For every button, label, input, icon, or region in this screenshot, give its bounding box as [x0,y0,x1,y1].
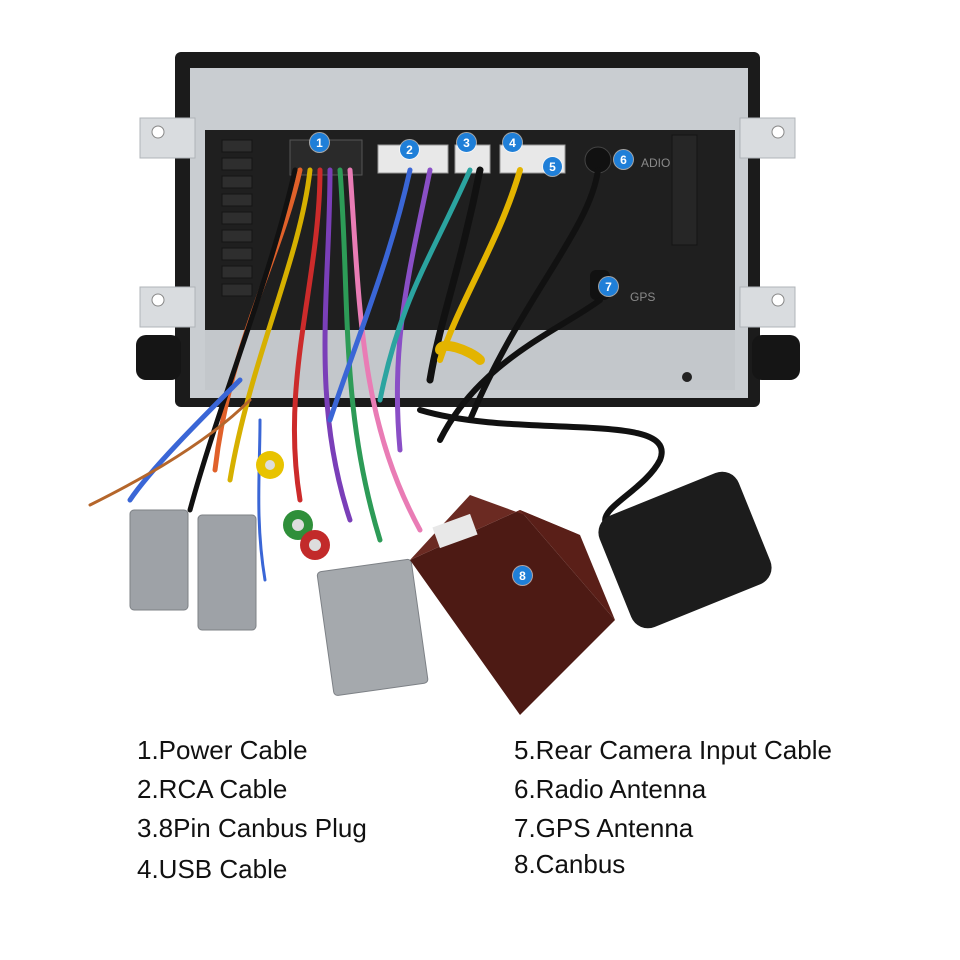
bracket-top-right [739,117,796,159]
radio-port-label: ADIO [641,156,671,170]
callout-badge-7: 7 [599,277,618,296]
legend-item-canbus: 8.Canbus [514,849,626,879]
cable-bundle [88,166,665,582]
bracket-bottom-right [739,286,796,328]
callout-badge-3: 3 [457,133,476,152]
legend-item-power-cable: 1.Power Cable [137,735,308,765]
legend-item-radio-antenna: 6.Radio Antenna [514,774,707,804]
callout-badge-2: 2 [400,140,419,159]
product-photo: ADIO GPS 1 2 3 4 5 6 7 8 [88,52,800,715]
rca-plugs [256,451,330,560]
bracket-top-left [139,117,196,159]
legend-item-gps-antenna: 7.GPS Antenna [514,813,694,843]
legend-item-canbus-plug: 3.8Pin Canbus Plug [137,813,367,843]
legend-item-rear-camera-cable: 5.Rear Camera Input Cable [514,735,832,765]
bracket-bottom-left [139,286,196,328]
gps-port-label: GPS [630,290,656,304]
left-clamp [136,335,181,380]
callout-badge-6: 6 [614,150,633,169]
callout-badge-1: 1 [310,133,329,152]
callout-badge-8: 8 [513,566,532,585]
legend-item-rca-cable: 2.RCA Cable [137,774,288,804]
lower-frame [205,330,735,390]
heatsink [221,134,698,297]
legend-item-usb-cable: 4.USB Cable [137,854,288,884]
callout-badge-5: 5 [543,157,562,176]
harness-plugs [129,509,429,696]
head-unit-illustration [88,52,800,715]
gps-antenna-puck [598,471,772,629]
canbus-box [410,495,615,715]
callout-badge-4: 4 [503,133,522,152]
right-clamp [752,335,800,380]
